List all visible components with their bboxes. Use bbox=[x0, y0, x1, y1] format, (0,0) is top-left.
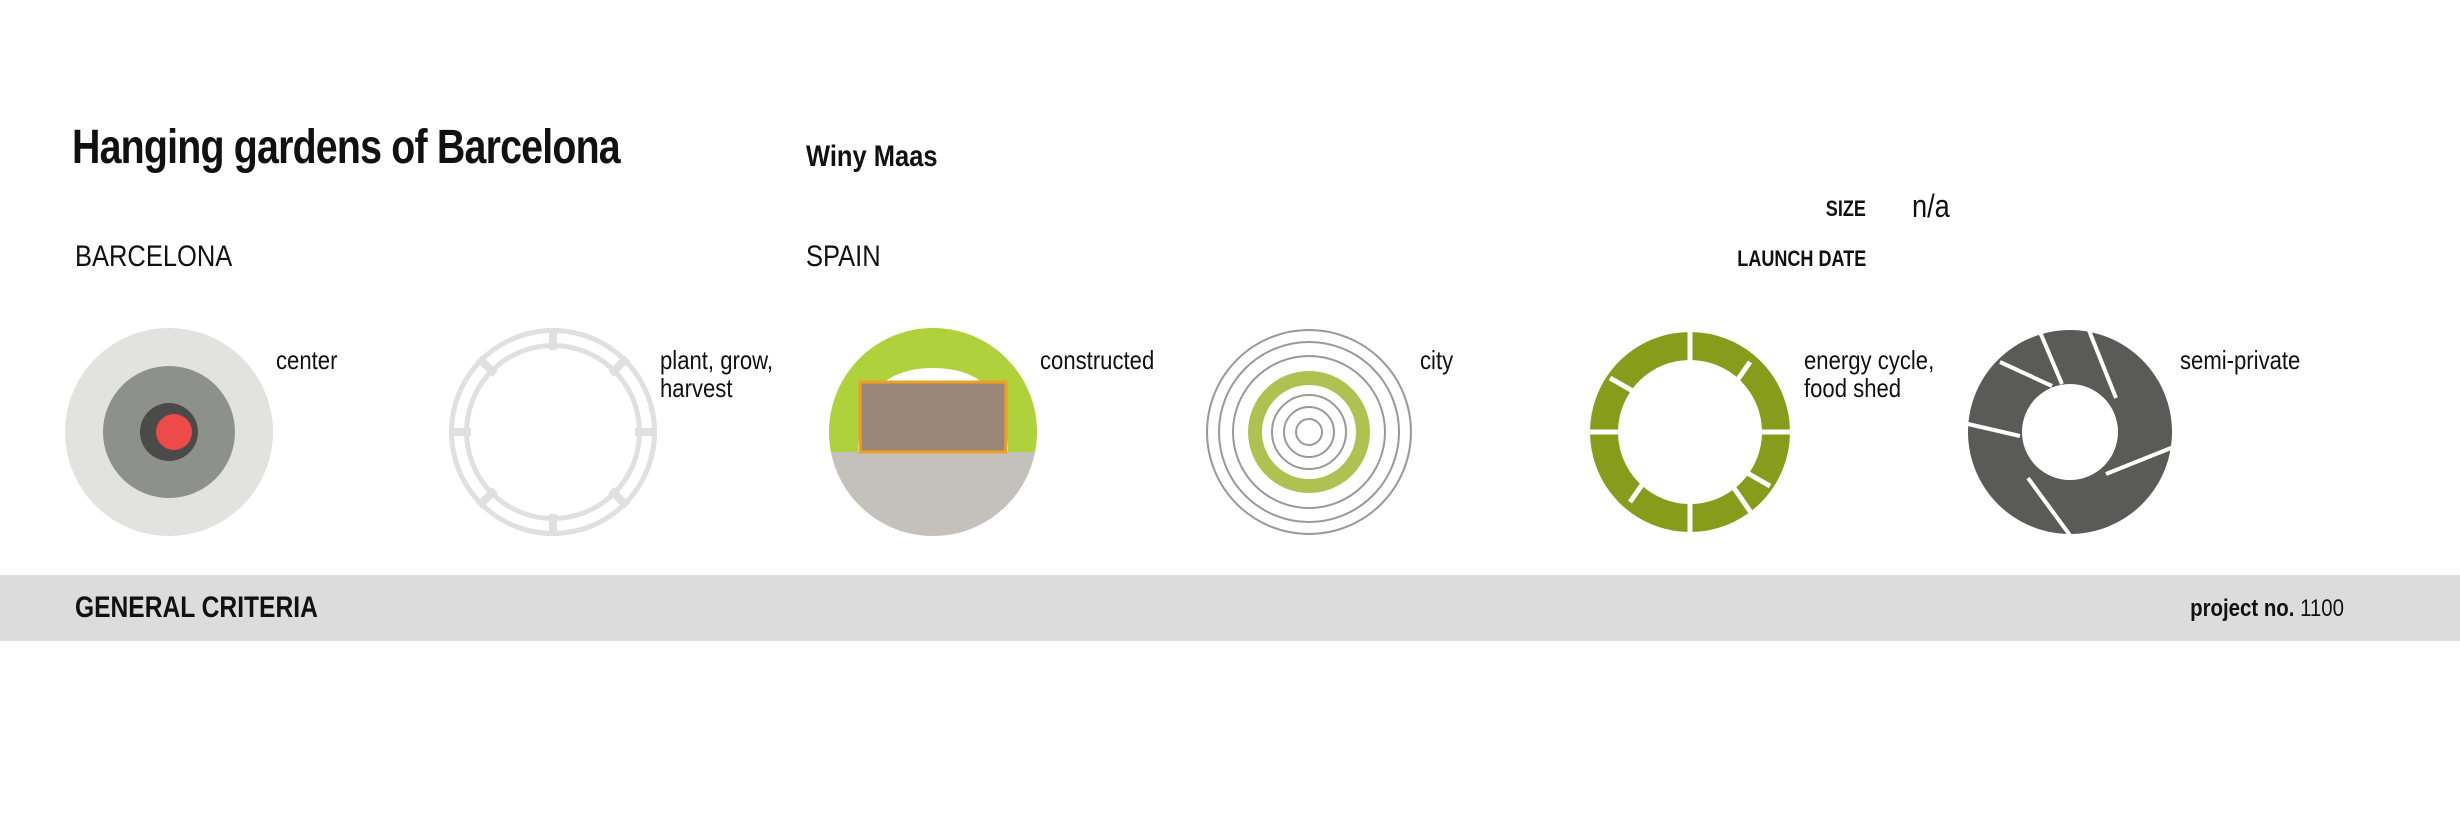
criterion-label: constructed bbox=[1040, 345, 1155, 375]
criterion-label: plant, grow, harvest bbox=[660, 345, 774, 403]
center-target-icon bbox=[65, 328, 273, 536]
concentric-rings-icon bbox=[1206, 329, 1412, 535]
size-value: n/a bbox=[1912, 188, 1950, 224]
criterion-label: semi-private bbox=[2180, 345, 2301, 375]
project-number-value: 1100 bbox=[2300, 595, 2344, 622]
criteria-icons-row: center plant, grow, harvest bbox=[0, 328, 2460, 548]
project-number-label: project no. bbox=[2190, 595, 2295, 622]
segmented-ring-green-icon bbox=[1590, 328, 1794, 536]
project-title: Hanging gardens of Barcelona bbox=[72, 121, 621, 174]
criterion-constructed: constructed bbox=[826, 328, 1206, 548]
segmented-ring-light-icon bbox=[449, 328, 657, 536]
criterion-semi-private: semi-private bbox=[1966, 328, 2346, 548]
criterion-label: center bbox=[276, 345, 338, 375]
project-city: BARCELONA bbox=[75, 240, 233, 273]
project-number: project no. 1100 bbox=[2190, 595, 2344, 623]
criterion-label: energy cycle, food shed bbox=[1804, 345, 1935, 403]
project-country: SPAIN bbox=[806, 240, 881, 273]
criterion-center: center bbox=[62, 328, 442, 548]
launch-date-label: LAUNCH DATE bbox=[1737, 246, 1866, 271]
size-label: SIZE bbox=[1825, 196, 1866, 221]
criterion-label: city bbox=[1420, 345, 1454, 375]
criterion-city: city bbox=[1206, 328, 1586, 548]
constructed-dome-icon bbox=[829, 328, 1037, 536]
criterion-plant-grow-harvest: plant, grow, harvest bbox=[446, 328, 826, 548]
aperture-icon bbox=[1967, 328, 2177, 540]
criterion-energy-cycle: energy cycle, food shed bbox=[1590, 328, 1970, 548]
footer-section-title: GENERAL CRITERIA bbox=[75, 591, 318, 624]
footer-bar: GENERAL CRITERIA project no. 1100 bbox=[0, 575, 2460, 641]
project-author: Winy Maas bbox=[806, 140, 938, 173]
